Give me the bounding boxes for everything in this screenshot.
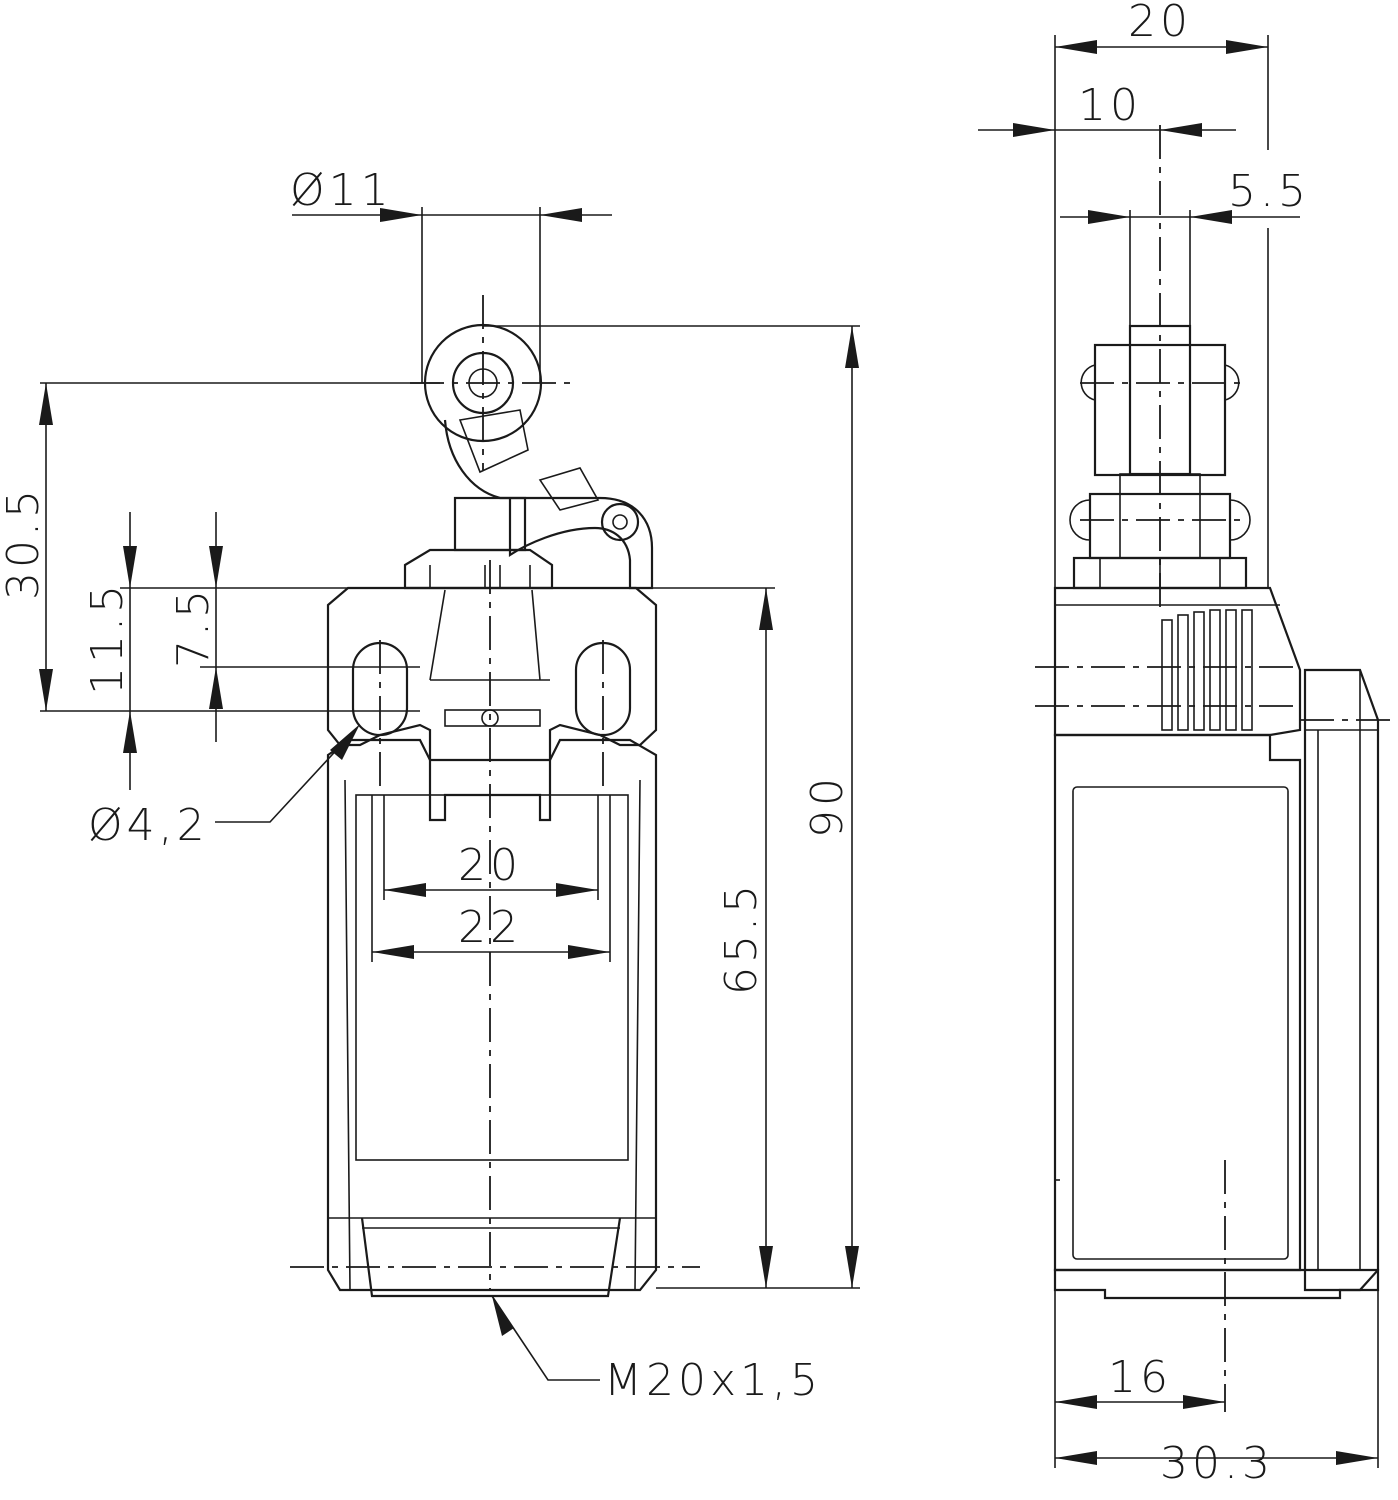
- dim-side-depth: 30.3: [1160, 1438, 1274, 1489]
- dim-side-half-width: 10: [1078, 80, 1142, 131]
- side-cover: [1303, 668, 1380, 1292]
- side-view: 20 10 5.5 16 30.3: [978, 0, 1390, 1489]
- plunger: [453, 496, 527, 552]
- front-view: Ø11 30.5 11.5 7.5 Ø4,2 20 22 6: [0, 165, 860, 1406]
- side-label-recess: [1072, 786, 1289, 1260]
- label-recess: [355, 794, 629, 1161]
- lever-pivot: [600, 502, 640, 542]
- dim-mount-offset-upper: 11.5: [82, 581, 133, 695]
- switch-head: [326, 586, 658, 822]
- dim-lever-height: 30.5: [0, 486, 49, 600]
- dim-thread: M20x1,5: [604, 1355, 822, 1406]
- side-bottom: [1053, 1268, 1380, 1300]
- dim-inner-width-20: 20: [458, 840, 522, 891]
- dim-body-height: 65.5: [716, 881, 767, 995]
- dim-mount-offset-lower: 7.5: [168, 586, 219, 668]
- dim-inner-width-22: 22: [458, 902, 522, 953]
- switch-body: [326, 738, 658, 1292]
- dim-hole-diameter: Ø4,2: [88, 800, 209, 851]
- dim-side-top-width: 20: [1128, 0, 1192, 47]
- cable-gland: [360, 1217, 622, 1298]
- dim-roller-diameter: Ø11: [290, 165, 393, 216]
- dim-total-height: 90: [802, 774, 853, 838]
- dim-side-offset-16: 16: [1108, 1352, 1172, 1403]
- dim-side-roller-width: 5.5: [1228, 166, 1310, 217]
- lever-arm: [443, 419, 654, 590]
- side-ribs: [1161, 609, 1253, 731]
- side-body: [1053, 733, 1302, 1272]
